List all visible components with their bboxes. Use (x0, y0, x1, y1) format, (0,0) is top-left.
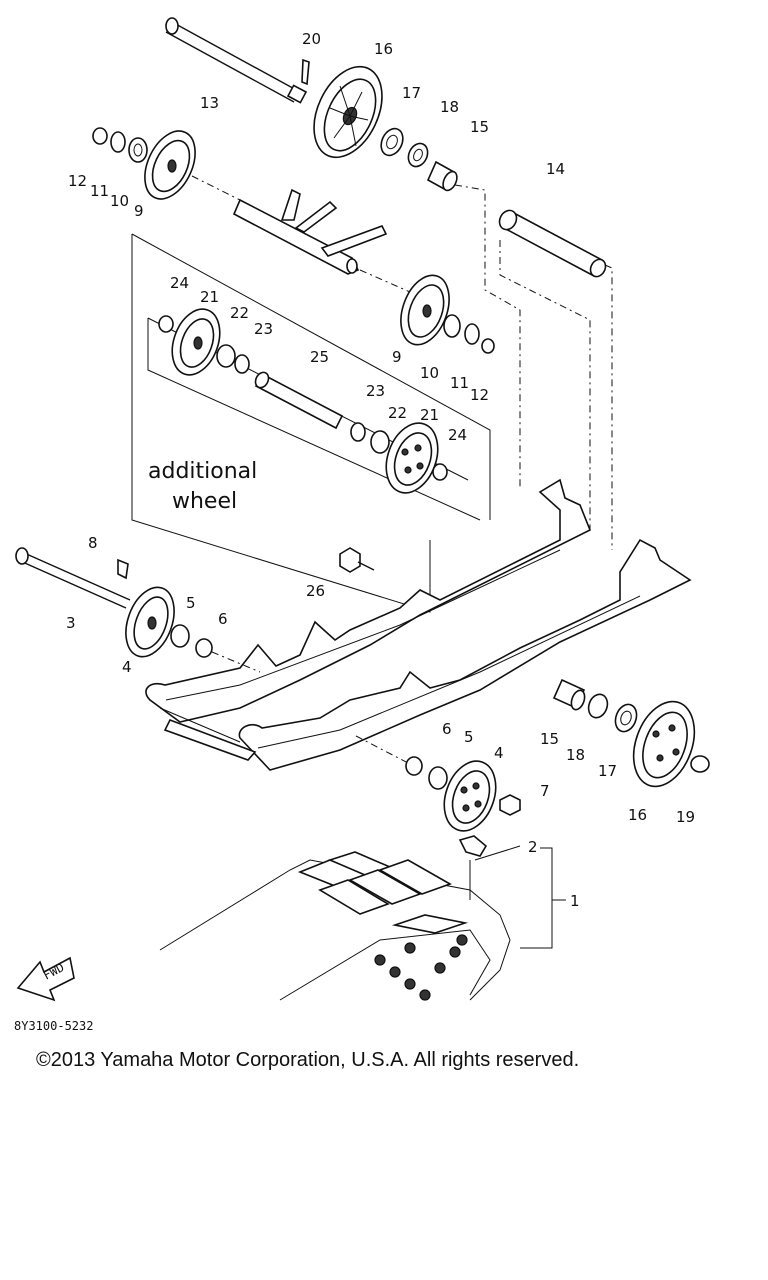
label-6-left: 6 (218, 610, 228, 628)
track-cleats (297, 851, 469, 1001)
pin-8 (117, 558, 129, 580)
nut-12-right (481, 338, 495, 354)
slide-rail-frame (145, 478, 692, 771)
annotation-line1: additional (148, 459, 257, 484)
copyright-text: ©2013 Yamaha Motor Corporation, U.S.A. A… (36, 1049, 579, 1071)
part-labels: 20 16 13 17 18 15 12 11 10 9 14 24 21 22… (66, 30, 695, 910)
label-11-right: 11 (450, 374, 469, 392)
nut-24-left (158, 315, 174, 333)
bearing-10-upper (128, 137, 148, 163)
label-22-right: 22 (388, 404, 407, 422)
label-25: 25 (310, 348, 329, 366)
seal-18-top (407, 142, 429, 168)
label-22-left: 22 (230, 304, 249, 322)
axle-3 (15, 547, 131, 609)
wheel-16-lower (632, 700, 696, 788)
label-17-top: 17 (402, 84, 421, 102)
shaft-25 (254, 371, 344, 430)
roller-14 (498, 209, 607, 278)
label-16-lower: 16 (628, 806, 647, 824)
label-12-right: 12 (470, 386, 489, 404)
label-17-lower: 17 (598, 762, 617, 780)
label-23-right: 23 (366, 382, 385, 400)
label-10-right: 10 (420, 364, 439, 382)
bearing-17-top (380, 127, 404, 157)
washer-11-right (464, 323, 480, 345)
spacer-23-left (234, 354, 250, 374)
wheel-9-upper (144, 130, 196, 200)
label-18-lower: 18 (566, 746, 585, 764)
nut-12-upper (92, 127, 108, 145)
nut-24-right (432, 463, 448, 481)
collar-15-lower (552, 678, 586, 711)
label-4-right: 4 (494, 744, 504, 762)
wheel-21-right (385, 422, 439, 494)
cap-19 (690, 755, 710, 773)
wheel-4-left (125, 586, 175, 658)
label-21-left: 21 (200, 288, 219, 306)
seal-18-lower (587, 693, 609, 719)
label-6-right: 6 (442, 720, 452, 738)
label-12-upper: 12 (68, 172, 87, 190)
bolt-26 (339, 547, 375, 573)
label-2: 2 (528, 838, 538, 856)
bearing-22-left (216, 344, 236, 368)
label-16-top: 16 (374, 40, 393, 58)
label-11-upper: 11 (90, 182, 109, 200)
label-5-left: 5 (186, 594, 196, 612)
pin-20 (301, 58, 310, 86)
label-15-lower: 15 (540, 730, 559, 748)
bearing-5-left (170, 624, 190, 648)
label-23-left: 23 (254, 320, 273, 338)
label-8: 8 (88, 534, 98, 552)
annotation-backdrop (140, 454, 278, 516)
track-1 (159, 835, 566, 1001)
shaft-13 (165, 17, 308, 104)
wheel-21-left (171, 308, 221, 376)
label-5-right: 5 (464, 728, 474, 746)
nut-7 (499, 794, 521, 816)
bearing-5-right (428, 766, 448, 790)
label-14: 14 (546, 160, 565, 178)
bearing-22-right (370, 430, 390, 454)
label-7: 7 (540, 782, 550, 800)
fwd-arrow-icon: FWD (16, 956, 75, 1002)
collar-15-top (426, 160, 458, 192)
wheel-4-right (443, 760, 497, 832)
annotation-line2: wheel (172, 489, 237, 514)
bearing-10-right (443, 314, 461, 338)
label-18-top: 18 (440, 98, 459, 116)
spacer-23-right (350, 422, 366, 442)
label-9-right: 9 (392, 348, 402, 366)
label-1: 1 (570, 892, 580, 910)
nut-6-right (405, 756, 423, 776)
diagram-code: 8Y3100-5232 (14, 1019, 93, 1033)
label-26: 26 (306, 582, 325, 600)
label-24-right: 24 (448, 426, 467, 444)
label-3: 3 (66, 614, 76, 632)
label-19: 19 (676, 808, 695, 826)
label-15-top: 15 (470, 118, 489, 136)
label-21-right: 21 (420, 406, 439, 424)
label-13: 13 (200, 94, 219, 112)
label-4-left: 4 (122, 658, 132, 676)
label-24-left: 24 (170, 274, 189, 292)
wheel-16-top (313, 65, 383, 159)
label-9-upper: 9 (134, 202, 144, 220)
wheel-9-right (400, 274, 450, 346)
nut-6-left (195, 638, 213, 658)
bearing-17-lower (614, 703, 638, 733)
washer-11-upper (110, 131, 126, 153)
label-10-upper: 10 (110, 192, 129, 210)
label-20: 20 (302, 30, 321, 48)
cross-shaft (232, 188, 388, 275)
